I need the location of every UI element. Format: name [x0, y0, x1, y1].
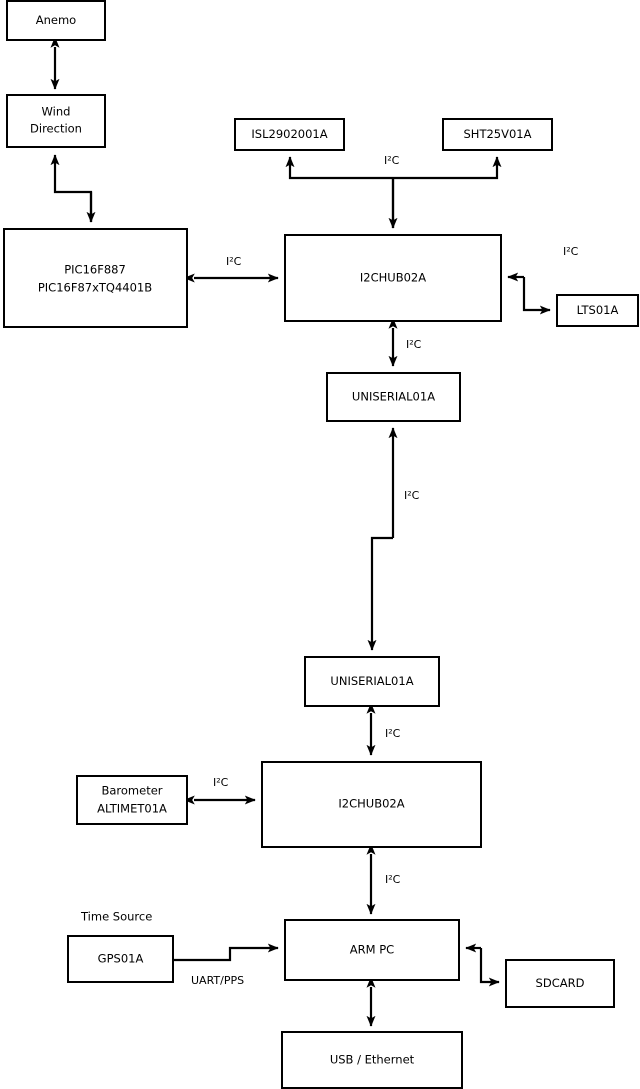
- edge-label-pic-hubtop: I²C: [226, 255, 242, 268]
- node-uniserial01a-bottom-box[interactable]: [304, 656, 440, 707]
- edge-hubbot-armpc: I²C: [366, 843, 401, 915]
- node-sdcard-label: SDCARD: [536, 976, 585, 990]
- node-anemo-box[interactable]: [6, 0, 106, 41]
- node-uniserial01a-top-label: UNISERIAL01A: [352, 390, 435, 404]
- node-sdcard[interactable]: SDCARD: [505, 959, 615, 1008]
- node-gps01a-label: GPS01A: [98, 952, 144, 966]
- node-barometer-box[interactable]: [76, 775, 188, 825]
- node-i2chub02a-top-label: I2CHUB02A: [360, 271, 426, 285]
- node-gps01a-box[interactable]: [67, 935, 174, 983]
- edge-barometer-hubbot: I²C: [183, 776, 256, 805]
- node-usb-ethernet-box[interactable]: [281, 1031, 463, 1089]
- node-arm-pc[interactable]: ARM PC: [284, 919, 460, 981]
- edge-armpc-sdcard: [465, 943, 500, 987]
- node-lts01a[interactable]: LTS01A: [556, 294, 639, 327]
- node-usb-ethernet[interactable]: USB / Ethernet: [281, 1031, 463, 1089]
- node-isl2902001a-label: ISL2902001A: [251, 127, 327, 141]
- node-sht25v01a-box[interactable]: [442, 118, 553, 151]
- node-i2chub02a-bottom-label: I2CHUB02A: [338, 797, 404, 811]
- node-wind-direction-box[interactable]: [6, 94, 106, 148]
- node-anemo[interactable]: Anemo: [6, 0, 106, 41]
- node-isl2902001a-box[interactable]: [234, 118, 345, 151]
- node-sdcard-box[interactable]: [505, 959, 615, 1008]
- label-time-source: Time Source: [80, 910, 152, 924]
- edge-gps-armpc: UART/PPS: [173, 943, 279, 987]
- edge-label-gps-armpc: UART/PPS: [191, 974, 244, 987]
- node-pic-mcu[interactable]: PIC16F887 PIC16F87xTQ4401B: [3, 228, 188, 328]
- node-pic-mcu-label-line2: PIC16F87xTQ4401B: [38, 281, 152, 295]
- node-wind-direction[interactable]: Wind Direction: [6, 94, 106, 148]
- node-pic-mcu-label-line1: PIC16F887: [64, 263, 126, 277]
- node-lts01a-box[interactable]: [556, 294, 639, 327]
- node-uniserial01a-bottom[interactable]: UNISERIAL01A: [304, 656, 440, 707]
- edge-wind-pic: [50, 154, 96, 223]
- node-gps01a[interactable]: GPS01A: [67, 935, 174, 983]
- edge-label-hubbot-armpc: I²C: [385, 873, 401, 886]
- node-wind-direction-label-line1: Wind: [42, 105, 71, 119]
- edge-uniserial-link: I²C: [367, 427, 420, 651]
- node-barometer-label-line1: Barometer: [101, 784, 162, 798]
- edge-label-uniserialbot-hubbot: I²C: [385, 727, 401, 740]
- node-uniserial01a-top-box[interactable]: [326, 372, 461, 422]
- edge-hubtop-uniserialtop: I²C: [388, 317, 422, 367]
- node-wind-direction-label-line2: Direction: [30, 122, 82, 136]
- edge-label-uniserial-link: I²C: [404, 489, 420, 502]
- node-i2chub02a-top[interactable]: I2CHUB02A: [284, 234, 502, 322]
- node-lts01a-label: LTS01A: [577, 303, 619, 317]
- node-i2chub02a-bottom[interactable]: I2CHUB02A: [261, 761, 482, 848]
- node-arm-pc-label: ARM PC: [350, 943, 394, 957]
- edge-label-hubtop-uniserialtop: I²C: [406, 338, 422, 351]
- node-i2chub02a-bottom-box[interactable]: [261, 761, 482, 848]
- node-uniserial01a-top[interactable]: UNISERIAL01A: [326, 372, 461, 422]
- node-usb-ethernet-label: USB / Ethernet: [330, 1053, 415, 1067]
- node-anemo-label: Anemo: [36, 13, 76, 27]
- edge-hubtop-lts: I²C: [507, 245, 579, 315]
- edge-label-hubtop-lts: I²C: [563, 245, 579, 258]
- node-barometer[interactable]: Barometer ALTIMET01A: [76, 775, 188, 825]
- node-uniserial01a-bottom-label: UNISERIAL01A: [330, 674, 413, 688]
- node-barometer-label-line2: ALTIMET01A: [97, 802, 167, 816]
- node-sht25v01a-label: SHT25V01A: [464, 127, 532, 141]
- edge-label-barometer-hubbot: I²C: [213, 776, 229, 789]
- edge-hubtop-sensors: I²C: [285, 154, 502, 229]
- node-sht25v01a[interactable]: SHT25V01A: [442, 118, 553, 151]
- edge-label-hubtop-sensors: I²C: [384, 154, 400, 167]
- node-i2chub02a-top-box[interactable]: [284, 234, 502, 322]
- node-pic-mcu-box[interactable]: [3, 228, 188, 328]
- edge-pic-hubtop: I²C: [183, 255, 279, 283]
- node-arm-pc-box[interactable]: [284, 919, 460, 981]
- edge-uniserialbot-hubbot: I²C: [366, 702, 401, 756]
- node-isl2902001a[interactable]: ISL2902001A: [234, 118, 345, 151]
